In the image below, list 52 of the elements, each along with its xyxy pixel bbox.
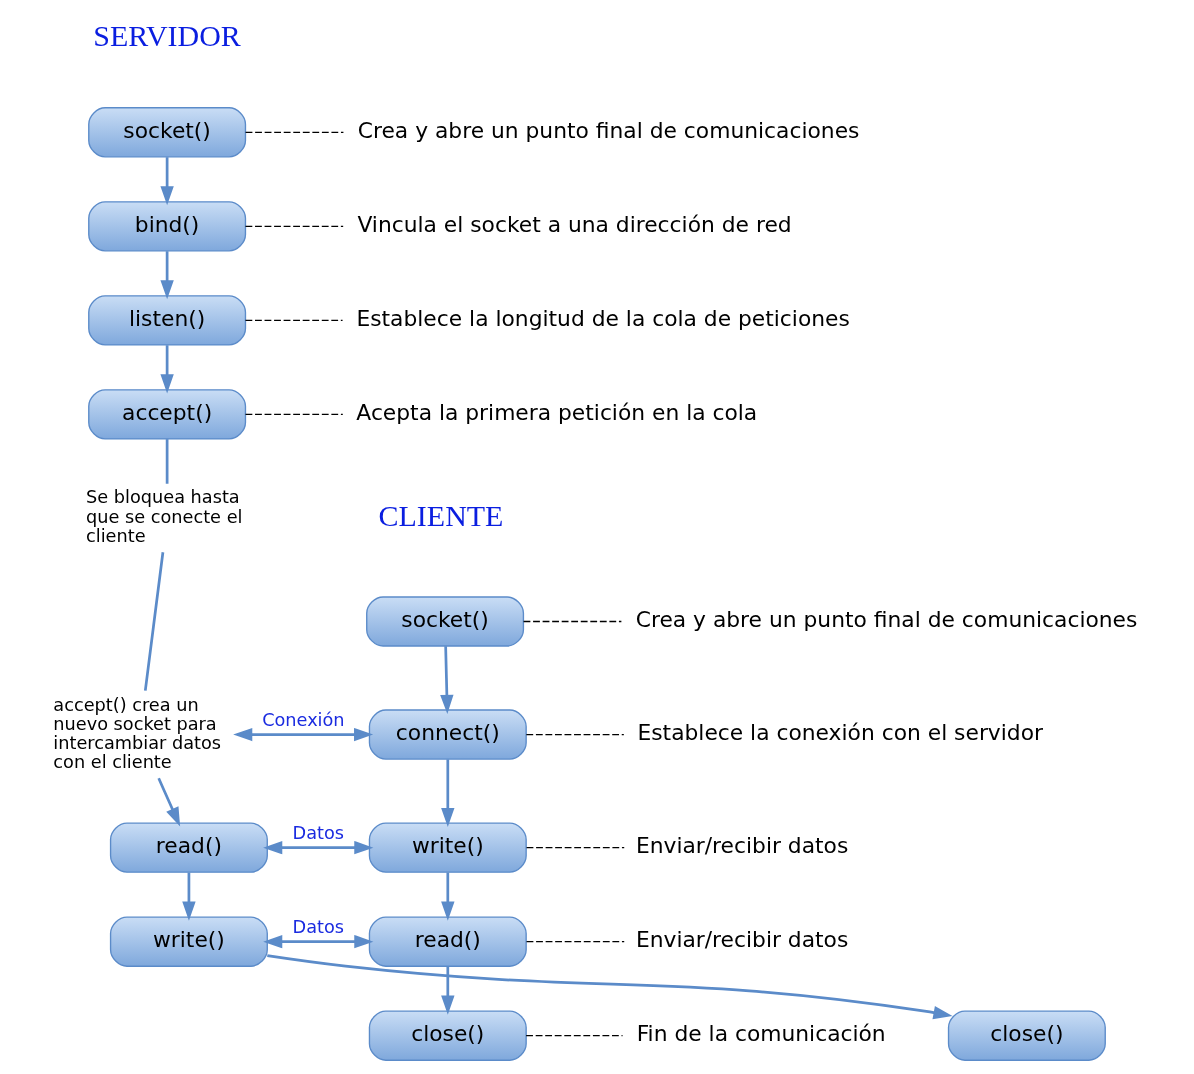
connector	[525, 733, 625, 736]
edge-label: Datos	[292, 916, 345, 937]
node-box: read()	[368, 916, 527, 967]
connector	[244, 225, 344, 227]
label: SERVIDOR	[93, 18, 241, 52]
node-text: Fin de la comunicación	[636, 1020, 886, 1046]
arrow	[160, 345, 174, 394]
node-box: listen()	[88, 295, 247, 346]
arrow	[160, 157, 174, 206]
node-text: Vincula el socket a una dirección de red	[357, 211, 792, 237]
connector	[165, 439, 169, 484]
connector	[525, 941, 625, 943]
arrow	[441, 759, 455, 828]
connector	[525, 1035, 624, 1037]
arrow	[233, 727, 374, 742]
node-box: write()	[109, 916, 268, 967]
arrow	[157, 777, 181, 827]
connector	[244, 131, 345, 133]
node-box: accept()	[88, 389, 247, 440]
node-text: Establece la longitud de la cola de peticiones	[356, 305, 850, 331]
node-box: socket()	[88, 107, 247, 158]
node-box: close()	[947, 1010, 1106, 1061]
node-text: Se bloquea hasta que se conecte el cliente	[86, 487, 243, 546]
arrow	[263, 934, 374, 949]
arrow	[267, 954, 953, 1020]
node-text: Establece la conexión con el servidor	[637, 719, 1043, 745]
node-text: accept() crea un nuevo socket para intercambiar datos con el cliente	[53, 694, 222, 772]
node-text: Enviar/recibir datos	[635, 926, 849, 952]
arrow	[440, 646, 454, 714]
node-box: write()	[368, 822, 527, 873]
arrow	[182, 872, 196, 921]
node-text: Enviar/recibir datos	[635, 832, 849, 858]
node-box: socket()	[366, 596, 525, 647]
node-box: read()	[109, 822, 268, 873]
arrow	[441, 872, 455, 921]
edge-label: Datos	[292, 822, 345, 843]
node-box: connect()	[368, 709, 527, 760]
connector	[525, 847, 625, 849]
node-box: bind()	[88, 201, 247, 252]
connector	[522, 620, 623, 623]
arrow	[441, 966, 455, 1015]
node-text: Crea y abre un punto final de comunicaciones	[357, 117, 860, 143]
connector	[143, 552, 165, 691]
connector	[244, 413, 344, 416]
edge-label: Conexión	[262, 709, 345, 730]
node-text: Crea y abre un punto final de comunicaciones	[635, 606, 1138, 632]
label: CLIENTE	[378, 498, 504, 532]
node-text: Acepta la primera petición en la cola	[356, 399, 758, 425]
arrow	[160, 251, 174, 300]
arrow	[263, 840, 374, 855]
connector	[244, 319, 344, 322]
node-box: close()	[368, 1010, 527, 1061]
